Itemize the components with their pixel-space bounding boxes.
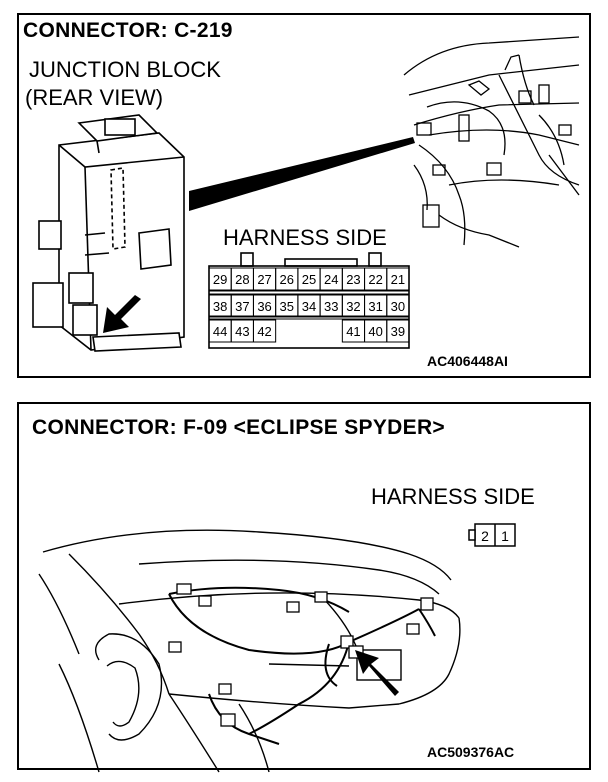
pin-26: 26	[280, 272, 294, 287]
harness-side-label-f09: HARNESS SIDE	[371, 484, 535, 509]
pin-23: 23	[346, 272, 360, 287]
car-rear-icon	[38, 529, 461, 773]
junction-block-illustration: 29 28 27 26 25 24 23 22 21 38 37 36 35 34 33 32 31 30 44 43…	[32, 36, 580, 352]
connector-f09-face	[468, 523, 516, 547]
pin-39: 39	[391, 324, 405, 339]
pin-25: 25	[302, 272, 316, 287]
pin-31: 31	[368, 299, 382, 314]
harness-connectors	[168, 583, 434, 727]
pin-34: 34	[302, 299, 316, 314]
pointer-wedge	[189, 137, 415, 211]
pin-37: 37	[235, 299, 249, 314]
pin-30: 30	[391, 299, 405, 314]
pin-29: 29	[213, 272, 227, 287]
pointer-arrow	[103, 295, 141, 333]
pin-39-cell	[386, 319, 410, 343]
connector-c219-pins: 29 28 27 26 25 24 23 22 21 38 37 36 35 34 33 32 31 30 44 43…	[208, 267, 410, 343]
connector-f09-title: CONNECTOR: F-09 <ECLIPSE SPYDER>	[32, 416, 445, 439]
pin-27: 27	[257, 272, 271, 287]
pin-40: 40	[368, 324, 382, 339]
dashboard-wiring-illustration	[403, 36, 580, 248]
connector-f09-pin-1: 1	[501, 528, 509, 544]
pin-36: 36	[257, 299, 271, 314]
pin-42: 42	[257, 324, 271, 339]
harness-side-label: HARNESS SIDE	[223, 225, 387, 250]
pin-35: 35	[280, 299, 294, 314]
connector-c219-title: CONNECTOR: C-219	[23, 19, 233, 42]
junction-block-label: JUNCTION BLOCK	[29, 57, 221, 82]
vehicle-rear-illustration: 2 1	[38, 523, 516, 773]
pointer-arrow-f09	[355, 650, 399, 696]
connector-f09-pin-2: 2	[481, 528, 489, 544]
pin-32: 32	[346, 299, 360, 314]
pin-22: 22	[368, 272, 382, 287]
rear-wiring-harness	[168, 586, 436, 745]
pin-38: 38	[213, 299, 227, 314]
figure-code: AC406448AI	[427, 353, 508, 369]
pin-33: 33	[324, 299, 338, 314]
pin-42-cell	[252, 319, 277, 343]
pin-28: 28	[235, 272, 249, 287]
pin-30-cell	[386, 294, 410, 318]
connector-c219-face	[208, 252, 410, 349]
pin-41: 41	[346, 324, 360, 339]
connector-f09-panel: CONNECTOR: F-09 <ECLIPSE SPYDER> HARNESS…	[17, 402, 591, 773]
pin-24: 24	[324, 272, 338, 287]
pin-43: 43	[235, 324, 249, 339]
connector-c219-panel: CONNECTOR: C-219 JUNCTION BLOCK (REAR VI…	[17, 13, 591, 378]
pin-21-cell	[386, 267, 410, 291]
junction-block-icon	[32, 114, 185, 352]
figure-code-f09: AC509376AC	[427, 744, 515, 760]
rear-view-label: (REAR VIEW)	[25, 85, 164, 110]
pin-44: 44	[213, 324, 227, 339]
pin-21: 21	[391, 272, 405, 287]
